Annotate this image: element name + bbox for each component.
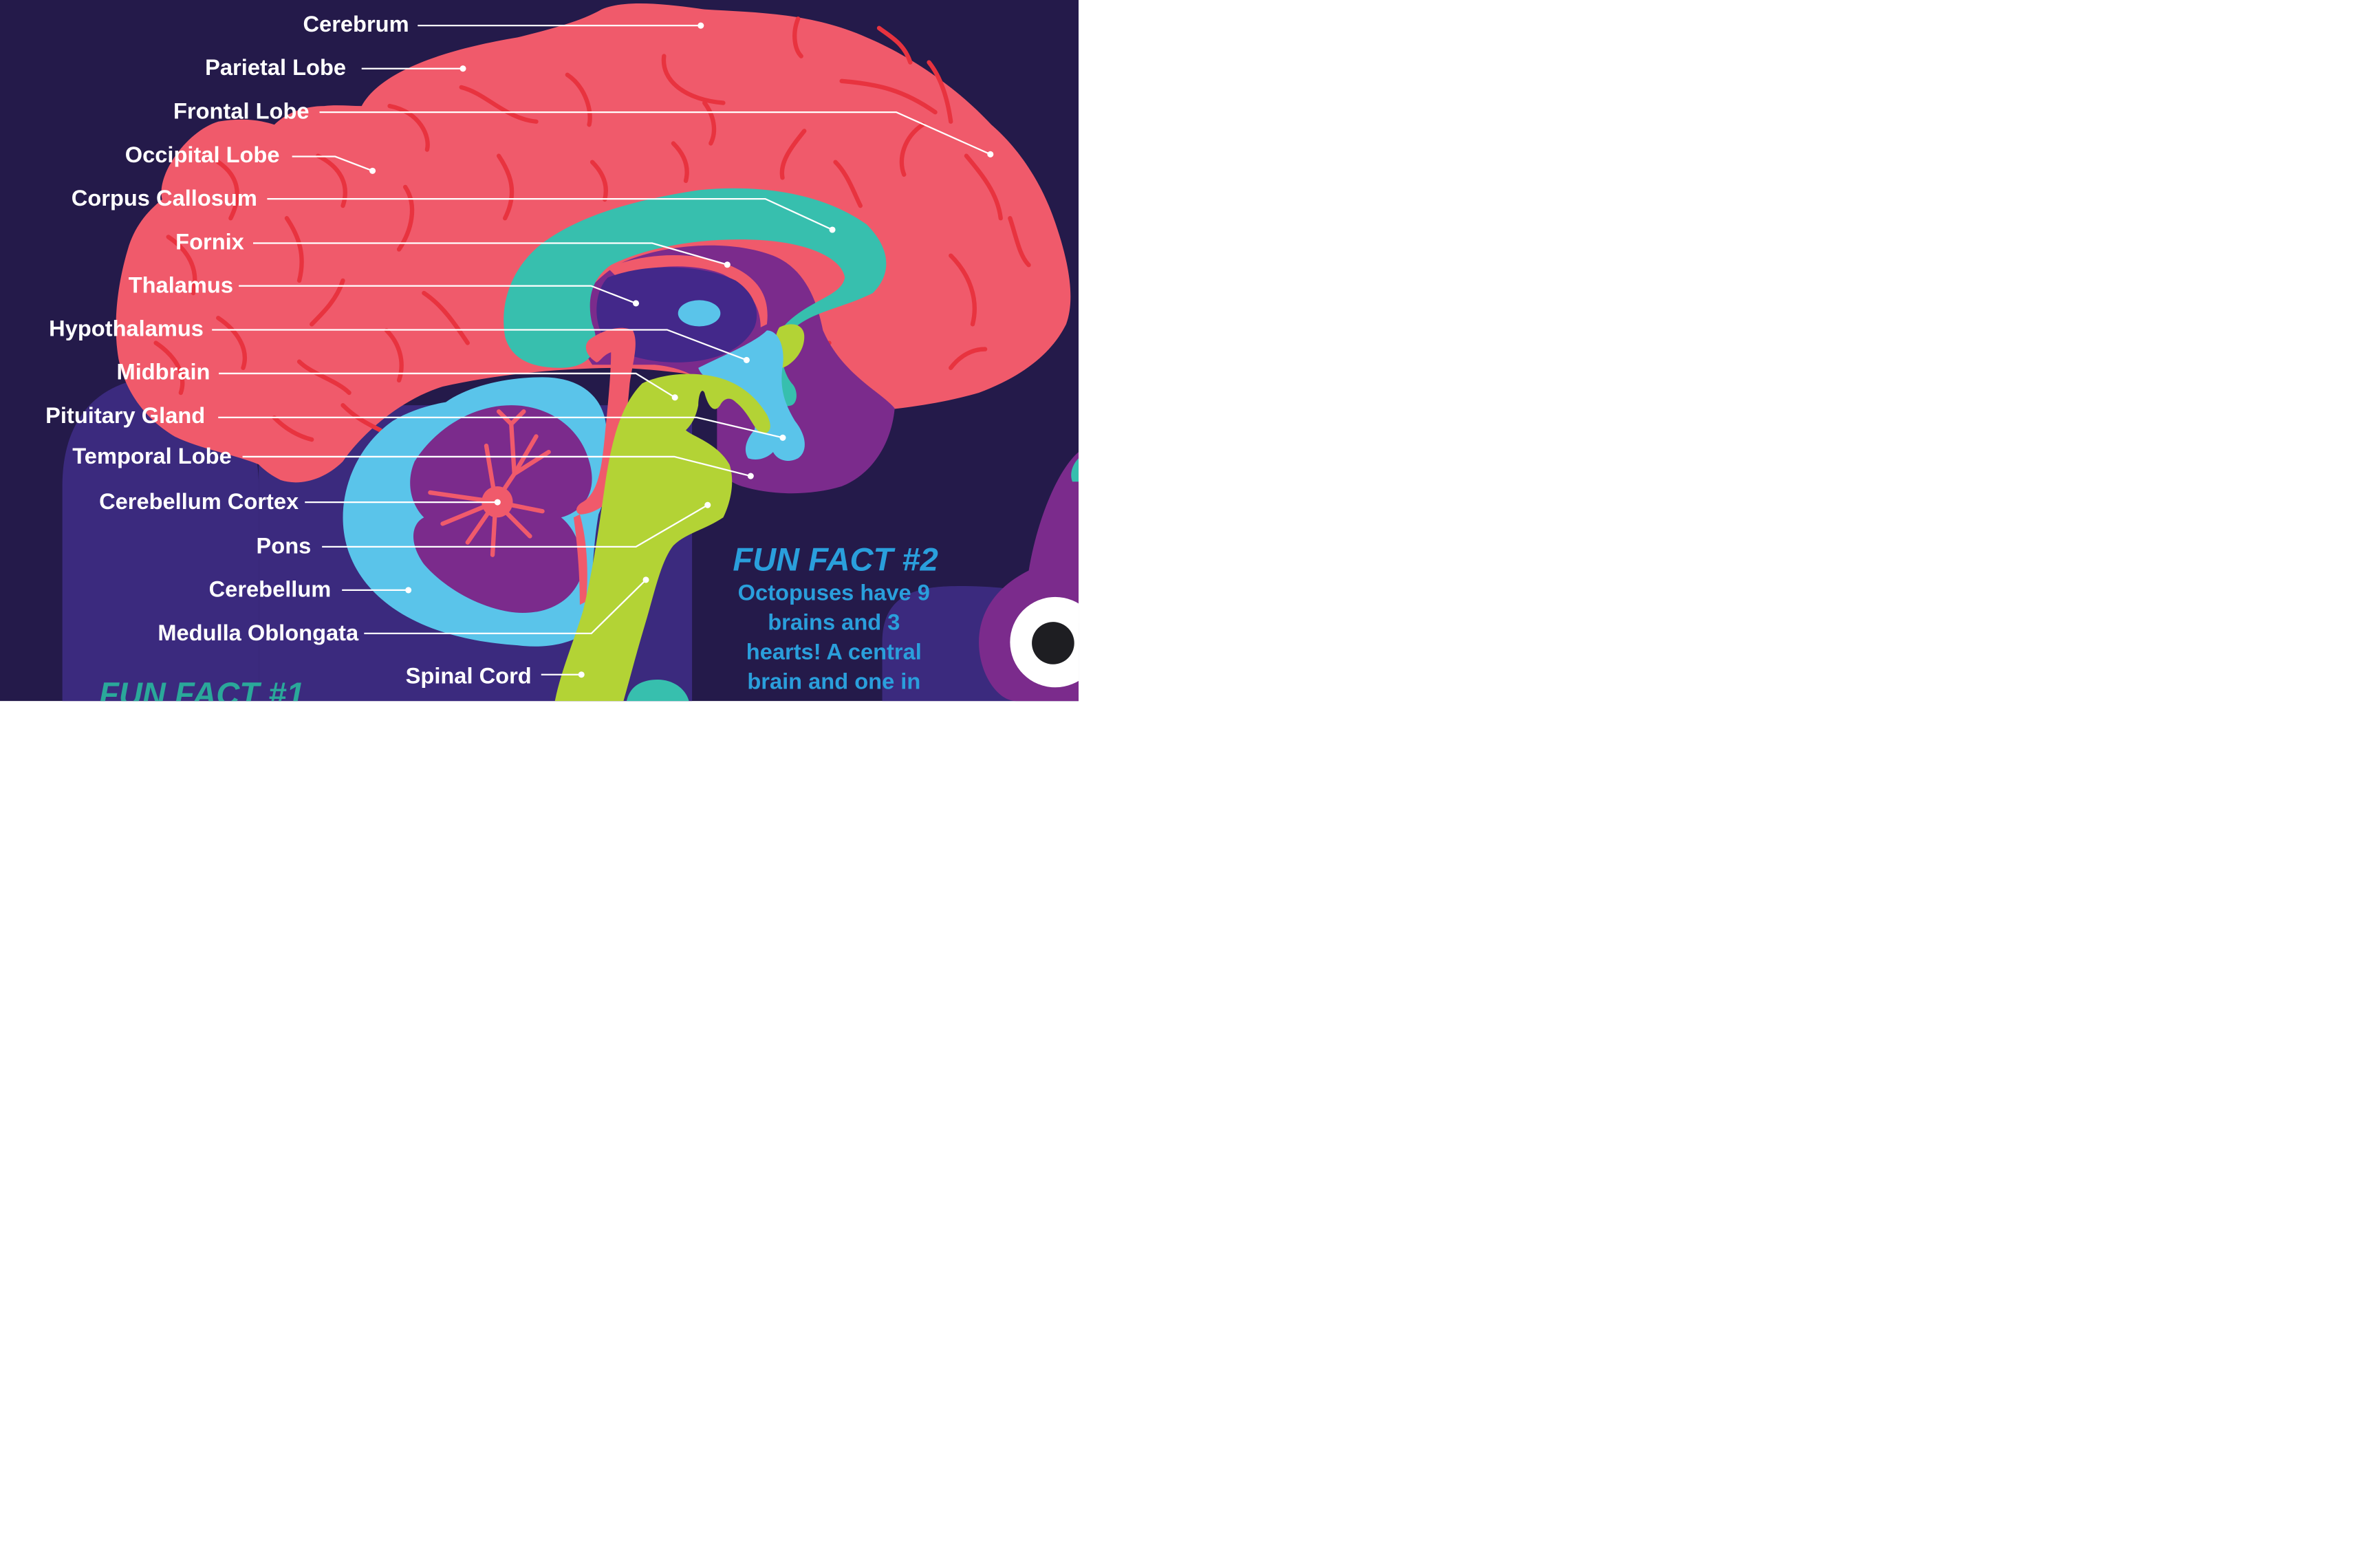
label-parietal-lobe: Parietal Lobe <box>205 54 346 80</box>
brain-diagram: Cerebrum Parietal Lobe Frontal Lobe Occi… <box>0 0 1079 701</box>
label-pons: Pons <box>257 532 312 558</box>
label-pituitary-gland: Pituitary Gland <box>45 402 205 428</box>
octopus-pupil <box>1032 622 1074 664</box>
label-cerebellum: Cerebellum <box>209 576 332 601</box>
label-midbrain: Midbrain <box>117 359 210 385</box>
fun-fact-1-title: FUN FACT #1 <box>99 675 305 701</box>
fun-fact-2-title: FUN FACT #2 <box>733 541 938 577</box>
fun-fact-2-line-4: brain and one in <box>747 669 920 694</box>
label-hypothalamus: Hypothalamus <box>49 316 204 341</box>
label-corpus-callosum: Corpus Callosum <box>72 185 257 210</box>
label-thalamus: Thalamus <box>129 272 233 298</box>
label-temporal-lobe: Temporal Lobe <box>72 443 231 468</box>
label-spinal-cord: Spinal Cord <box>406 662 532 688</box>
label-cerebrum: Cerebrum <box>303 11 409 36</box>
fun-fact-2-line-3: hearts! A central <box>746 639 922 664</box>
thalamus-spot <box>678 300 721 326</box>
fun-fact-1: FUN FACT #1 <box>99 675 305 701</box>
label-frontal-lobe: Frontal Lobe <box>173 98 310 124</box>
fun-fact-2-line-2: brains and 3 <box>768 609 900 634</box>
label-cerebellum-cortex: Cerebellum Cortex <box>99 488 299 514</box>
label-fornix: Fornix <box>175 229 244 255</box>
fun-fact-2-line-1: Octopuses have 9 <box>738 579 930 605</box>
label-occipital-lobe: Occipital Lobe <box>125 142 280 167</box>
label-medulla-oblongata: Medulla Oblongata <box>158 620 359 645</box>
